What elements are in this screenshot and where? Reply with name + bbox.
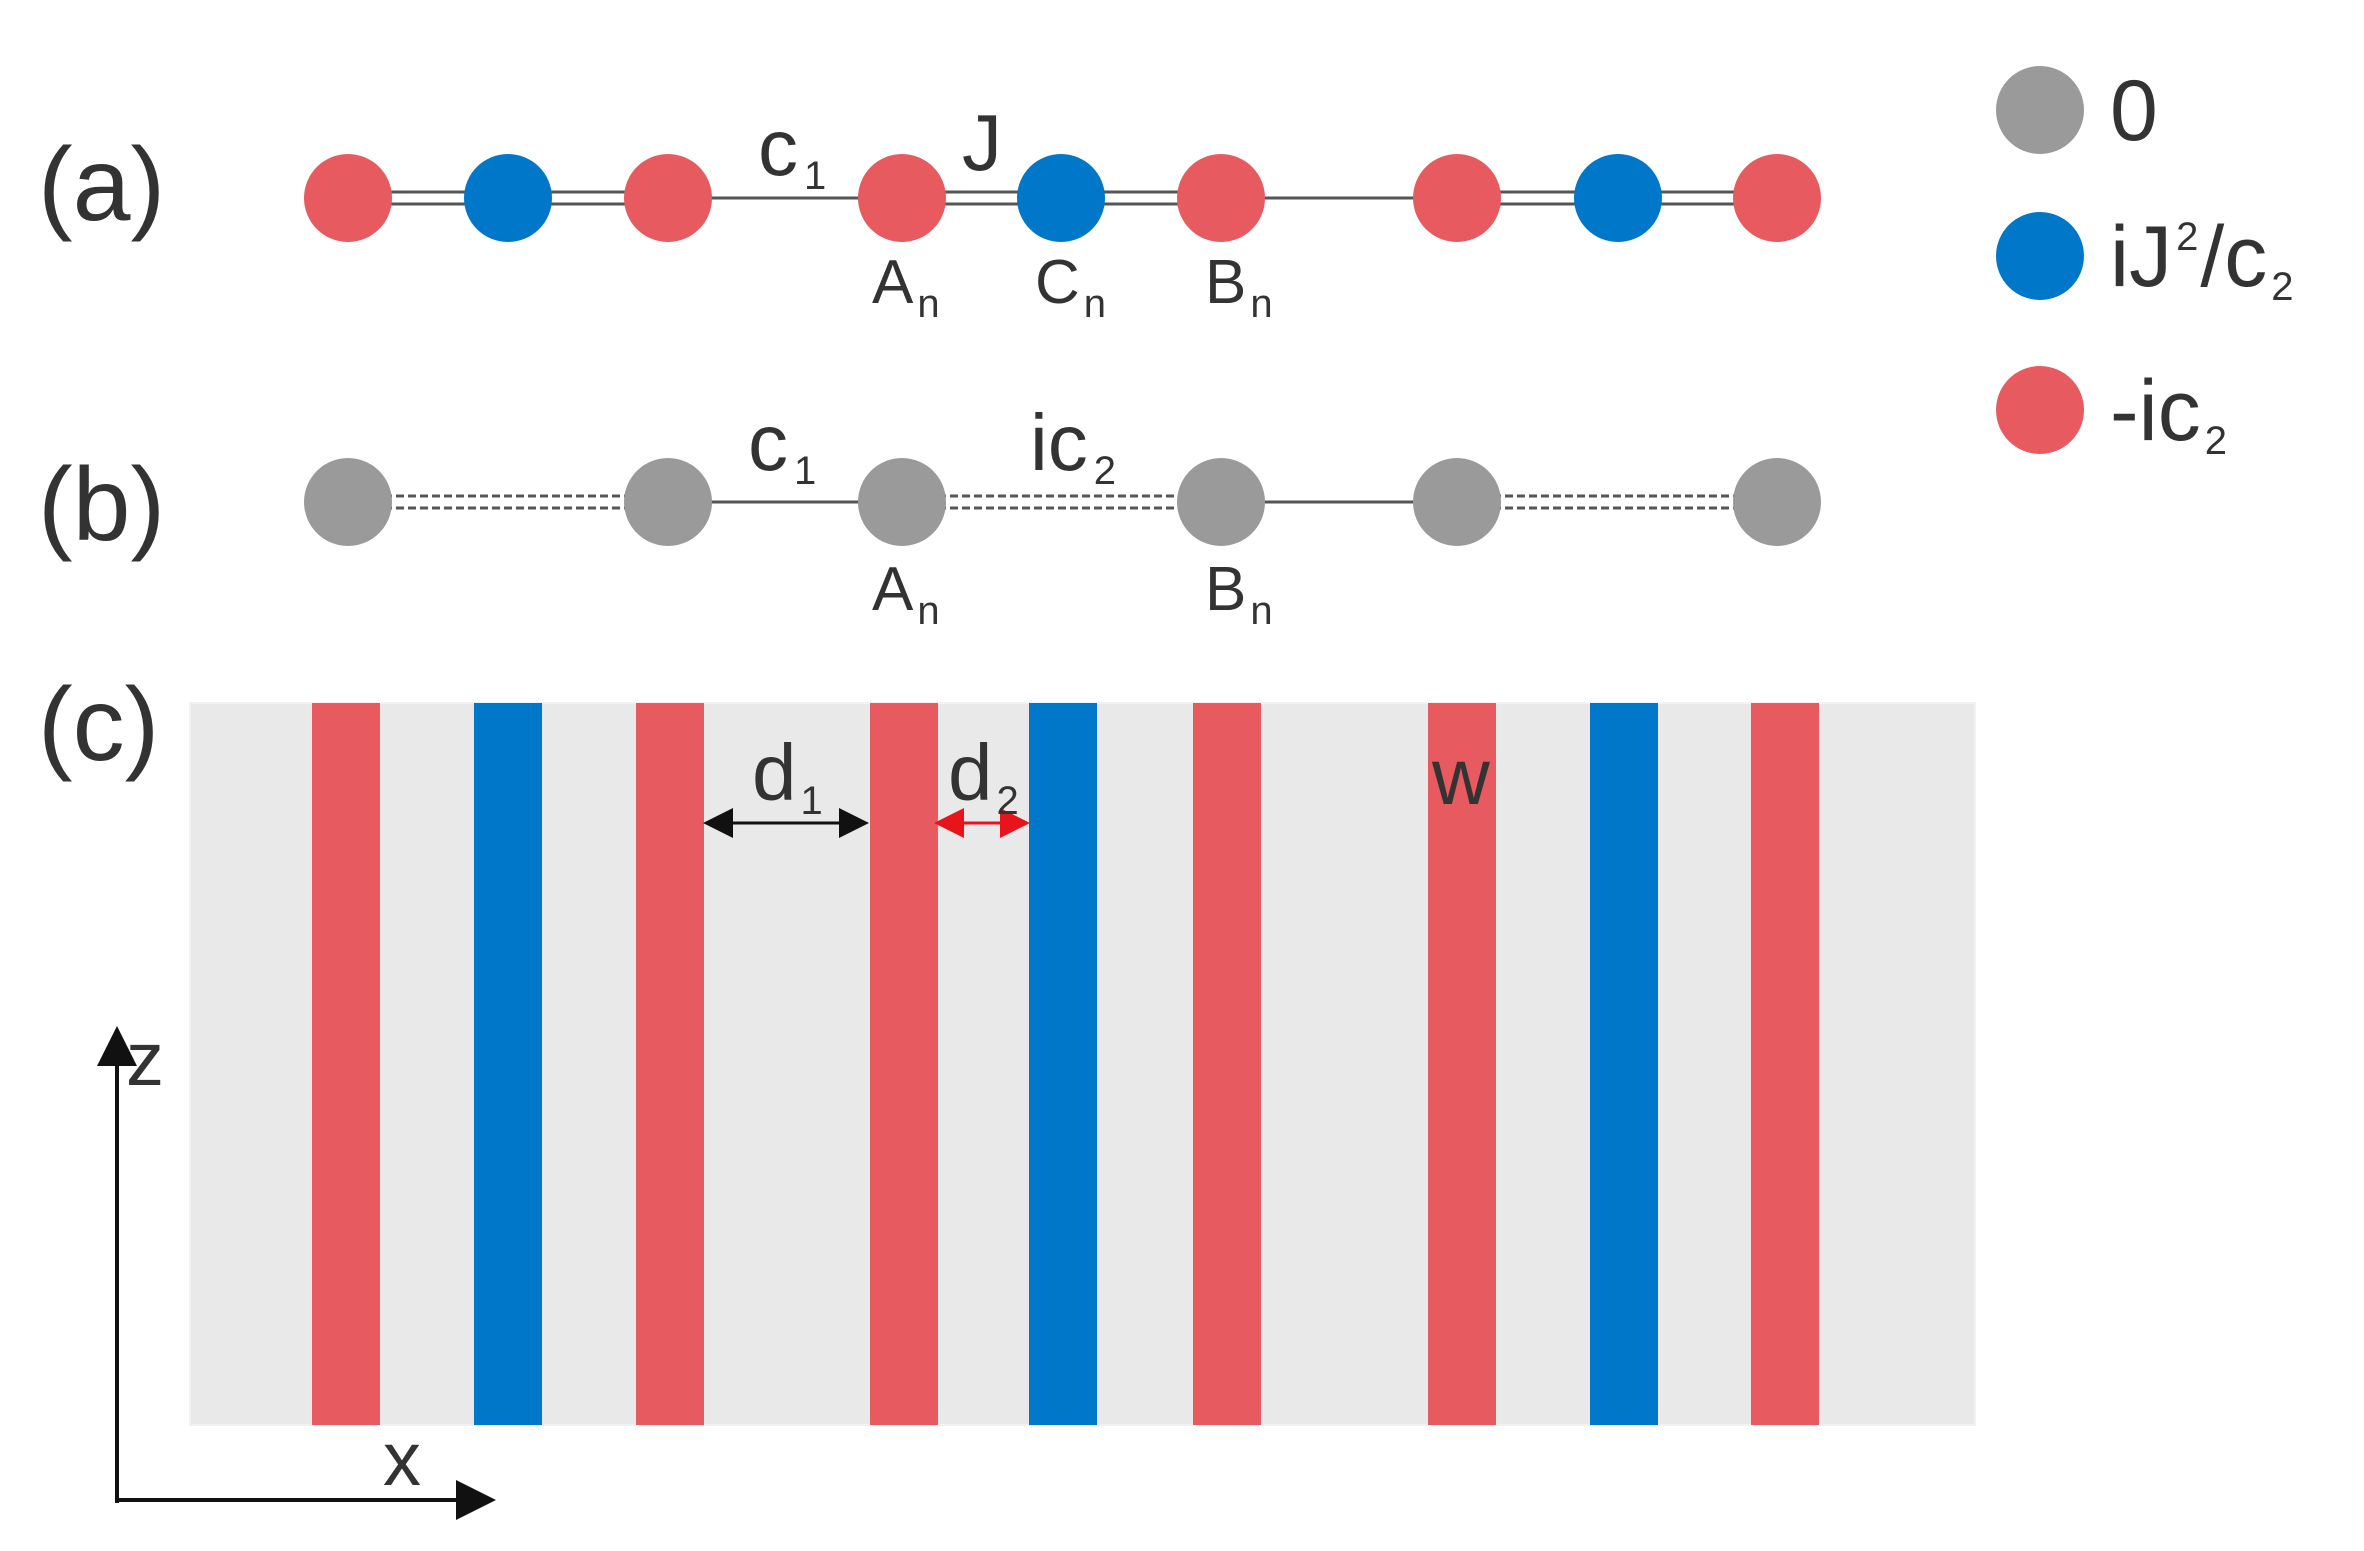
waveguide-loss bbox=[1029, 703, 1097, 1425]
waveguide-gain bbox=[312, 703, 380, 1425]
site-label-Bn-b-main: B bbox=[1205, 555, 1246, 624]
site-label-An-a-main: A bbox=[872, 248, 914, 317]
waveguide-array bbox=[312, 703, 1819, 1425]
waveguide-gain bbox=[870, 703, 938, 1425]
site-neutral bbox=[1413, 458, 1501, 546]
d1-label-main: d bbox=[752, 728, 797, 817]
bond-label-J: J bbox=[962, 98, 1002, 187]
chain-b-bonds bbox=[348, 494, 1777, 510]
legend-label-part: -ic bbox=[2110, 363, 2201, 459]
panel-label-a: (a) bbox=[38, 127, 165, 243]
site-label-Cn-main: C bbox=[1035, 248, 1080, 317]
coordinate-axes: z x bbox=[97, 1017, 496, 1520]
site-gain bbox=[1733, 154, 1821, 242]
d2-label-main: d bbox=[948, 728, 993, 817]
waveguide-loss bbox=[474, 703, 542, 1425]
site-neutral bbox=[858, 458, 946, 546]
site-label-Bn-a-sub: n bbox=[1250, 282, 1272, 326]
legend-label-part: iJ bbox=[2110, 209, 2172, 305]
site-label-An-a-sub: n bbox=[917, 282, 939, 326]
site-neutral bbox=[624, 458, 712, 546]
site-gain bbox=[858, 154, 946, 242]
bond-label-ic2-main: ic bbox=[1030, 398, 1088, 487]
chain-a bbox=[304, 154, 1821, 242]
legend-label-part: /c bbox=[2200, 209, 2267, 305]
d2-label-sub: 2 bbox=[997, 779, 1019, 823]
bond-dashed bbox=[348, 494, 668, 510]
bond-label-c1-a-main: c bbox=[758, 103, 798, 192]
legend-swatch-neutral bbox=[1996, 66, 2084, 154]
site-gain bbox=[1413, 154, 1501, 242]
w-label: w bbox=[1431, 732, 1490, 821]
legend-label-sub: 2 bbox=[2271, 265, 2293, 309]
panel-label-c: (c) bbox=[38, 667, 159, 783]
site-loss bbox=[464, 154, 552, 242]
waveguide-gain bbox=[1428, 703, 1496, 1425]
site-label-Bn-b-sub: n bbox=[1250, 589, 1272, 633]
site-label-Bn-a-main: B bbox=[1205, 248, 1246, 317]
x-axis-label: x bbox=[383, 1417, 421, 1502]
site-loss bbox=[1017, 154, 1105, 242]
bond-label-ic2-sub: 2 bbox=[1094, 449, 1116, 493]
bond-label-c1-a-sub: 1 bbox=[804, 154, 826, 198]
waveguide-gain bbox=[1751, 703, 1819, 1425]
bond-dashed bbox=[902, 494, 1221, 510]
site-label-An-b-sub: n bbox=[917, 589, 939, 633]
site-gain bbox=[304, 154, 392, 242]
bond-label-c1-b-main: c bbox=[748, 398, 788, 487]
legend-swatch-gain bbox=[1996, 366, 2084, 454]
site-neutral bbox=[1733, 458, 1821, 546]
site-neutral bbox=[304, 458, 392, 546]
legend-label-sup: 2 bbox=[2176, 215, 2198, 259]
site-label-An-b-main: A bbox=[872, 555, 914, 624]
chain-b bbox=[304, 458, 1821, 546]
site-loss bbox=[1574, 154, 1662, 242]
z-axis-label: z bbox=[126, 1017, 164, 1102]
site-gain bbox=[624, 154, 712, 242]
bond-label-c1-b-sub: 1 bbox=[794, 449, 816, 493]
site-gain bbox=[1177, 154, 1265, 242]
legend-label-neutral: 0 bbox=[2110, 63, 2158, 159]
waveguide-gain bbox=[1193, 703, 1261, 1425]
chain-a-sites bbox=[304, 154, 1821, 242]
legend-label-sub: 2 bbox=[2205, 419, 2227, 463]
panel-label-b: (b) bbox=[38, 447, 165, 563]
legend-swatch-loss bbox=[1996, 212, 2084, 300]
chain-b-sites bbox=[304, 458, 1821, 546]
waveguide-loss bbox=[1590, 703, 1658, 1425]
bond-dashed bbox=[1457, 494, 1777, 510]
site-label-Cn-sub: n bbox=[1084, 282, 1106, 326]
site-neutral bbox=[1177, 458, 1265, 546]
waveguide-gain bbox=[636, 703, 704, 1425]
d1-label-sub: 1 bbox=[801, 779, 823, 823]
